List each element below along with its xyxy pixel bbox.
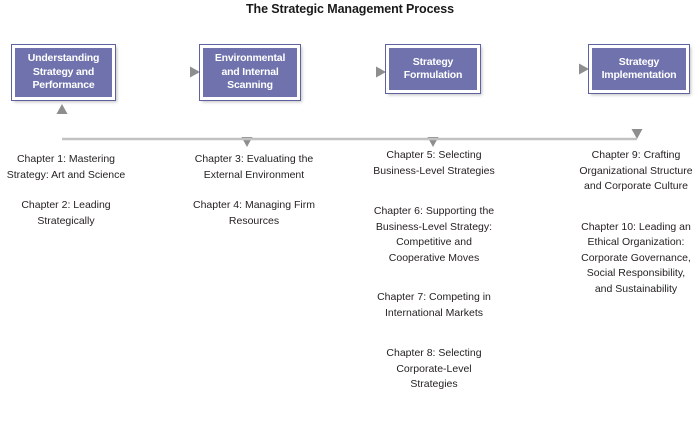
stage-box-strategy-formulation[interactable]: Strategy Formulation — [385, 44, 481, 94]
chapter-column-stage4: Chapter 9: Crafting Organizational Struc… — [578, 148, 694, 297]
chapter-item: Chapter 7: Competing in International Ma… — [377, 291, 491, 319]
stage-box-understanding-strategy-and-performance[interactable]: Understanding Strategy and Performance — [11, 44, 116, 101]
arrow-stage3-to-stage4 — [485, 63, 589, 75]
stage-label: Environmental and Internal Scanning — [214, 52, 286, 92]
chapter-item: Chapter 3: Evaluating the External Envir… — [194, 153, 314, 181]
page-title: The Strategic Management Process — [246, 2, 454, 16]
arrow-stage1-to-stage2 — [120, 66, 200, 78]
chapter-item: Chapter 2: Leading Strategically — [21, 199, 111, 227]
arrow-stage2-to-chapters — [241, 102, 253, 147]
stage-box-environmental-and-internal-scanning[interactable]: Environmental and Internal Scanning — [199, 44, 301, 101]
chapter-item: Chapter 8: Selecting Corporate-Level Str… — [386, 347, 482, 390]
chapter-item: Chapter 4: Managing Firm Resources — [193, 199, 315, 227]
chapter-item: Chapter 5: Selecting Business-Level Stra… — [373, 149, 495, 177]
arrow-stage4-to-feedback-line — [631, 95, 643, 139]
stage-box-strategy-implementation[interactable]: Strategy Implementation — [588, 44, 690, 94]
chapter-column-stage3: Chapter 5: Selecting Business-Level Stra… — [372, 148, 496, 393]
chapter-item: Chapter 10: Leading an Ethical Organizat… — [581, 220, 691, 295]
chapter-item: Chapter 9: Crafting Organizational Struc… — [579, 149, 693, 192]
chapter-column-stage2: Chapter 3: Evaluating the External Envir… — [192, 152, 316, 229]
stage-label: Understanding Strategy and Performance — [27, 52, 100, 92]
arrow-stage2-to-stage3 — [305, 66, 386, 78]
feedback-loop-arrow — [56, 104, 637, 141]
chapter-item: Chapter 6: Supporting the Business-Level… — [373, 205, 495, 264]
stage-label: Strategy Formulation — [403, 55, 463, 82]
chapter-column-stage1: Chapter 1: Mastering Strategy: Art and S… — [4, 152, 128, 229]
chapter-item: Chapter 1: Mastering Strategy: Art and S… — [6, 153, 126, 181]
arrow-stage3-to-chapters — [427, 95, 439, 147]
stage-label: Strategy Implementation — [601, 55, 677, 82]
